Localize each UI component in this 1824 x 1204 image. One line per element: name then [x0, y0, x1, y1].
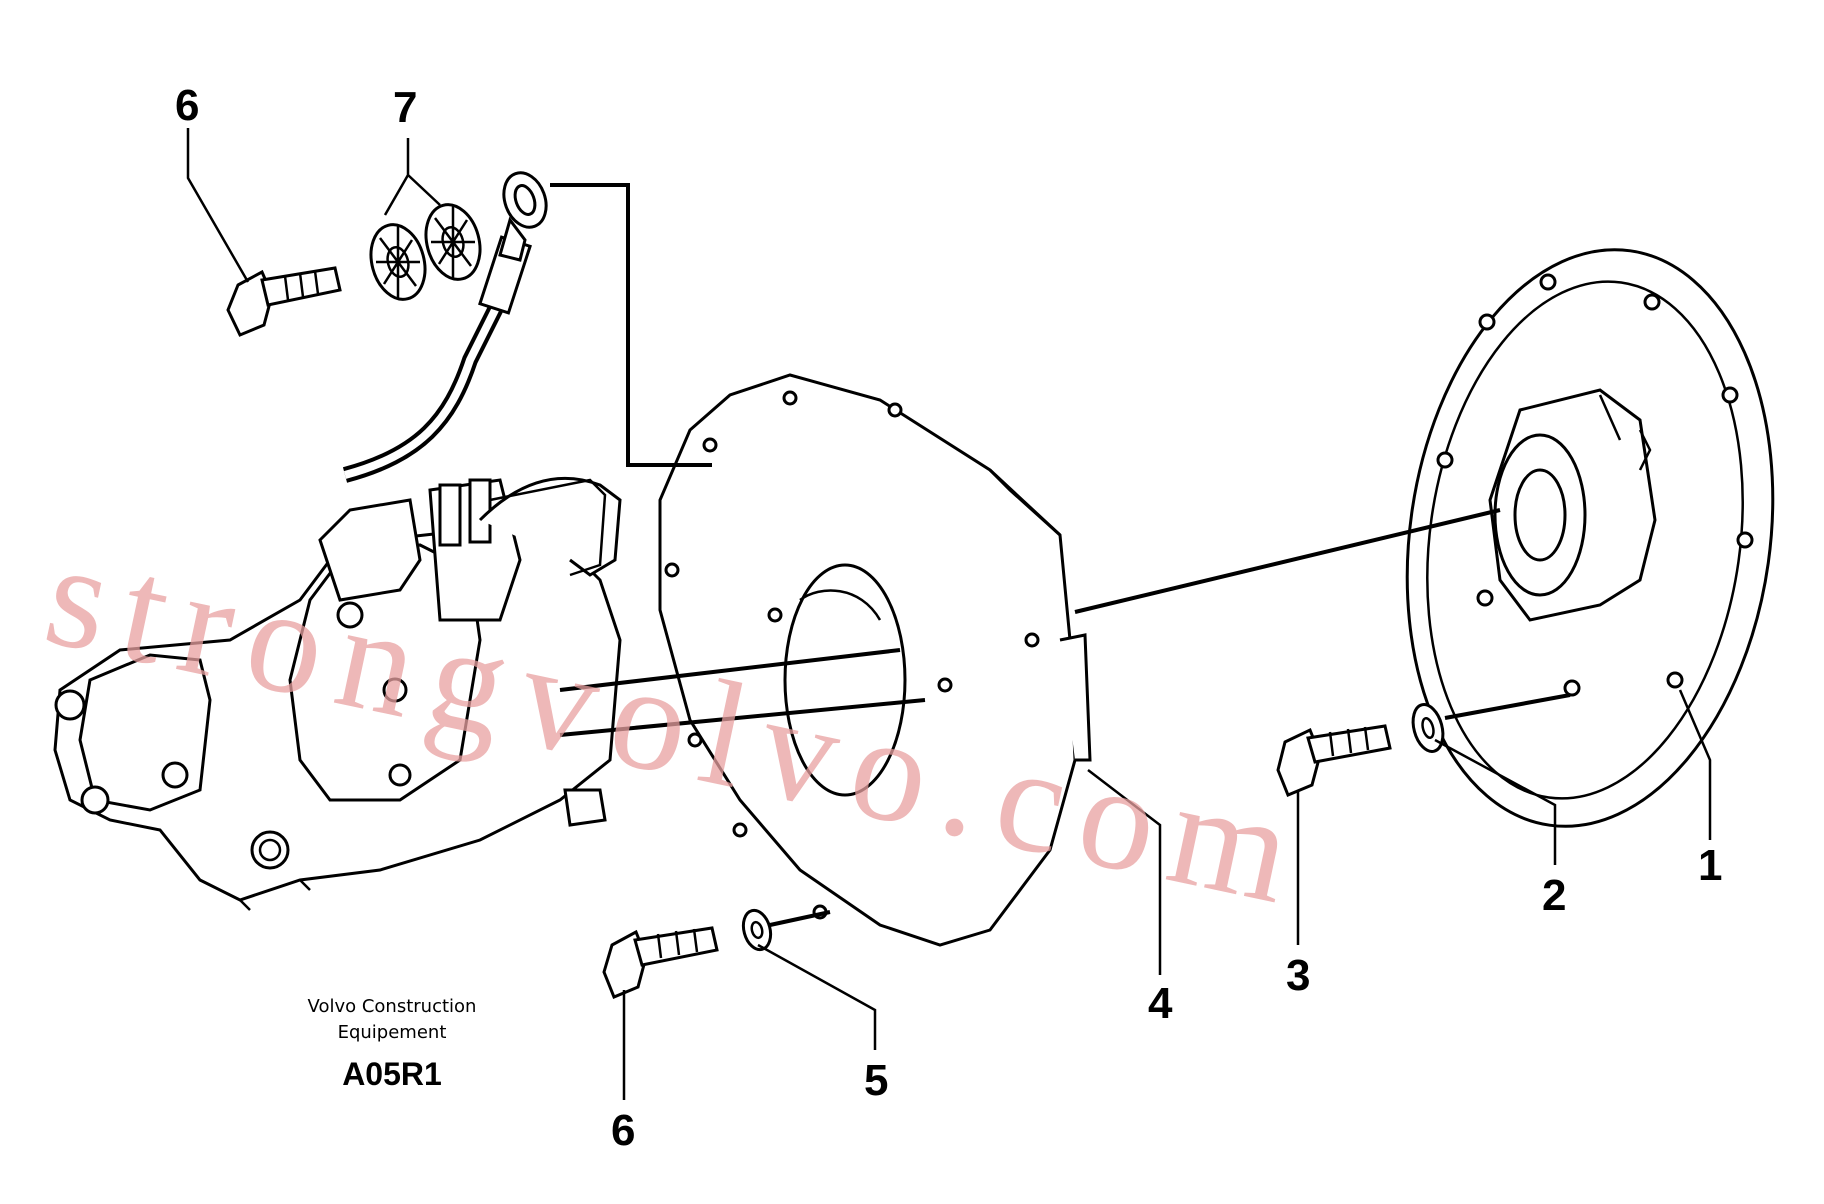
bolt-bottom [602, 926, 719, 999]
leader-lines [186, 128, 1712, 1100]
figure-code: A05R1 [342, 1056, 442, 1092]
flex-plate [658, 373, 1092, 947]
callout-2: 2 [1542, 871, 1566, 920]
bolt-top [226, 266, 342, 337]
callout-3: 3 [1286, 951, 1310, 1000]
caption-line-1: Volvo Construction [308, 996, 477, 1017]
coupling [1405, 248, 1775, 828]
callout-6-bottom: 6 [611, 1106, 635, 1155]
lock-washers [369, 203, 482, 301]
callout-4: 4 [1148, 979, 1173, 1028]
washer-5 [741, 908, 773, 952]
pump-assembly [53, 477, 622, 911]
bolt-3 [1276, 724, 1392, 797]
caption-line-2: Equipement [338, 1022, 447, 1043]
callout-7: 7 [393, 83, 417, 132]
assembly-lines [550, 183, 1571, 927]
callout-5: 5 [864, 1056, 888, 1105]
callout-1: 1 [1698, 841, 1722, 890]
callout-6-top: 6 [175, 81, 199, 130]
ground-cable [342, 171, 548, 483]
